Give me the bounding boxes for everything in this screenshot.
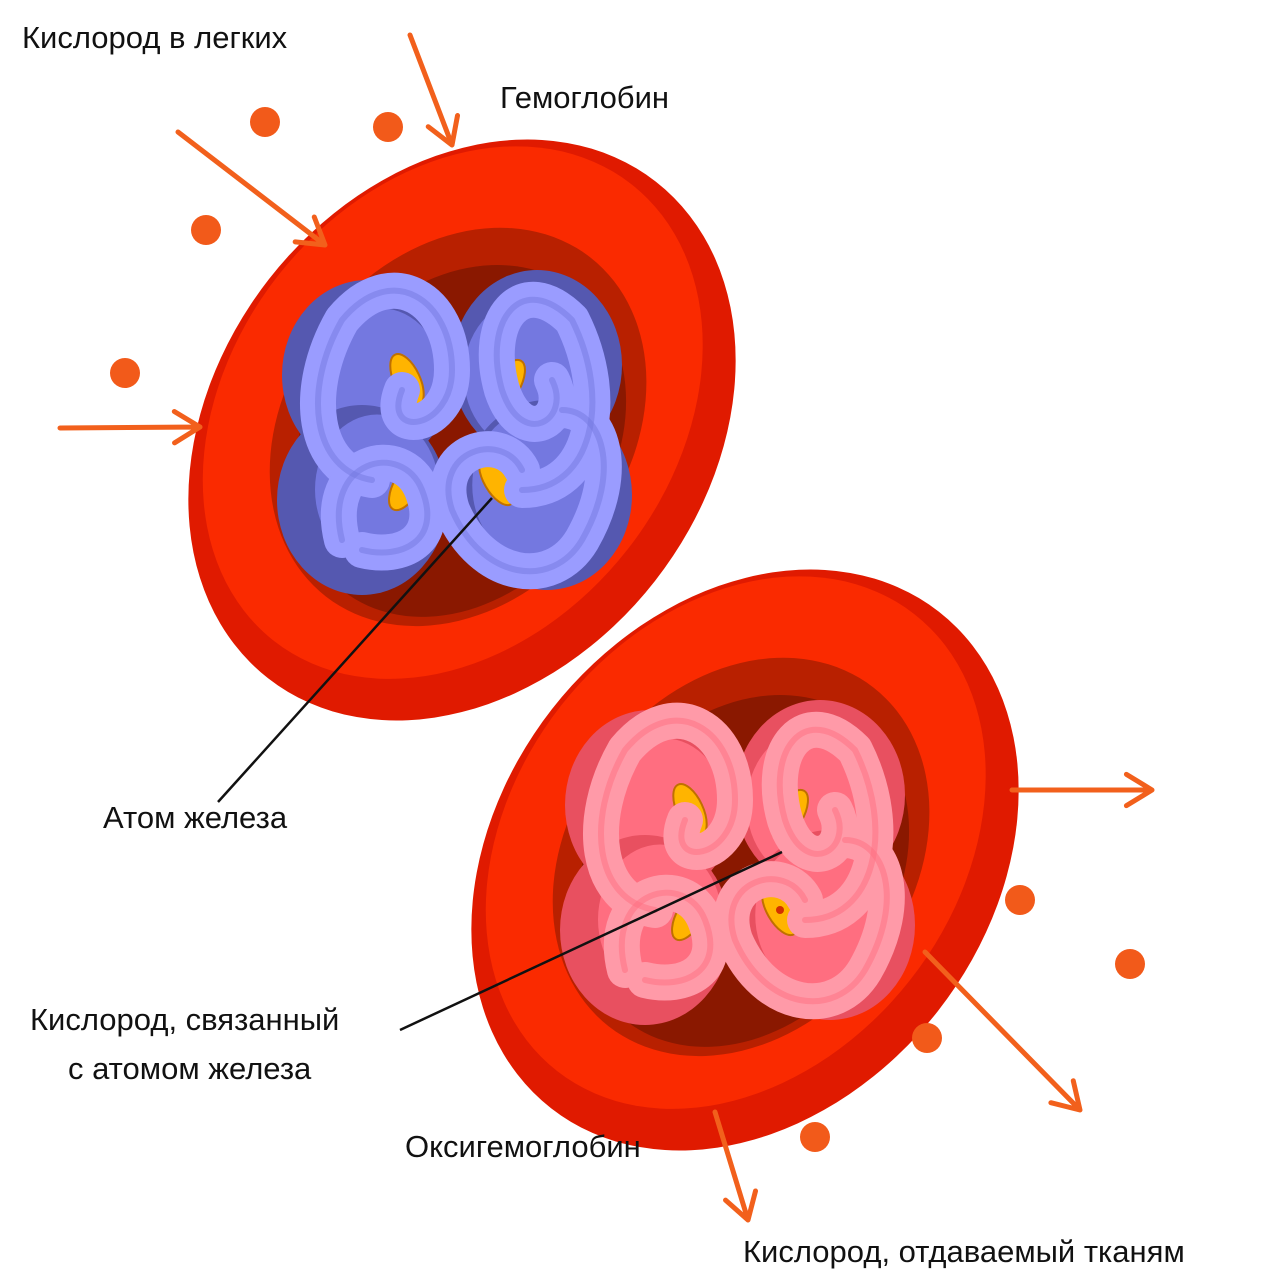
- oxyhemoglobin-cell: [471, 569, 1019, 1151]
- protein-ribbon-shade: [618, 889, 714, 986]
- protein-ribbon-shade: [493, 296, 596, 493]
- label-hemoglobin: Гемоглобин: [500, 80, 670, 115]
- oxygen-flow-arrow-icon: [922, 949, 1083, 1113]
- bound-oxygen-icon: [776, 906, 784, 914]
- oxygen-molecule-icon: [110, 358, 140, 388]
- label-bound-oxygen-line1: Кислород, связанный: [30, 1002, 340, 1037]
- protein-ribbon-shade: [728, 837, 890, 1005]
- leader-line-iron-atom: [217, 497, 493, 803]
- hemoglobin-cell: [188, 139, 736, 721]
- oxygen-molecule-icon: [191, 215, 221, 245]
- label-oxygen-released-to-tissues: Кислород, отдаваемый тканям: [743, 1234, 1185, 1269]
- oxygen-flow-arrow-icon: [712, 1109, 759, 1223]
- oxygen-molecule-icon: [912, 1023, 942, 1053]
- protein-ribbon-shade: [445, 407, 607, 575]
- protein-complex: [560, 700, 915, 1025]
- label-oxygen-in-lungs: Кислород в легких: [22, 20, 288, 55]
- oxygen-molecule-icon: [800, 1122, 830, 1152]
- protein-ribbon-shade: [335, 459, 431, 556]
- oxygen-molecule-icon: [373, 112, 403, 142]
- label-iron-atom: Атом железа: [103, 800, 288, 835]
- label-oxyhemoglobin: Оксигемоглобин: [405, 1129, 641, 1164]
- oxygen-flow-arrow-icon: [407, 32, 461, 148]
- oxygen-flow-arrow-icon: [175, 129, 328, 248]
- protein-ribbon-shade: [776, 726, 879, 923]
- oxygen-molecule-icon: [1115, 949, 1145, 979]
- oxygen-molecule-icon: [250, 107, 280, 137]
- protein-complex: [277, 270, 632, 595]
- oxygen-flow-arrow-icon: [1009, 771, 1155, 809]
- oxygen-flow-arrow-icon: [57, 409, 203, 446]
- leader-line-bound-oxygen: [399, 850, 783, 1032]
- label-bound-oxygen-line2: с атомом железа: [68, 1051, 312, 1086]
- oxygen-molecule-icon: [1005, 885, 1035, 915]
